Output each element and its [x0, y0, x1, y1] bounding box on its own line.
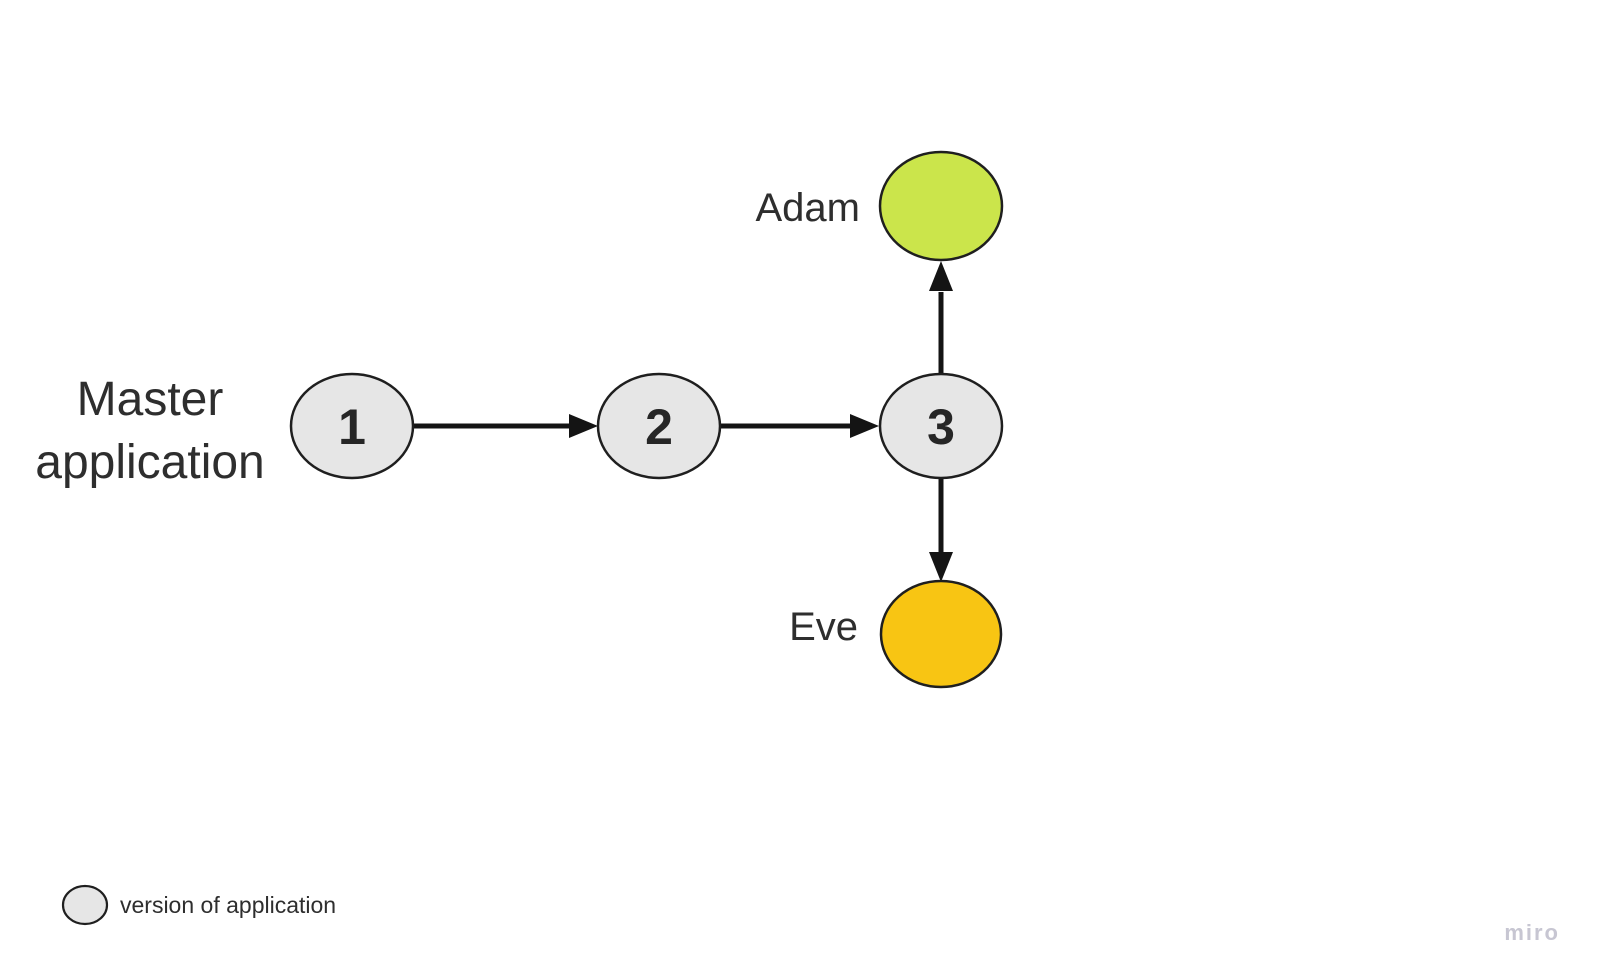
- node-version-2[interactable]: 2: [596, 372, 722, 480]
- node-branch-eve[interactable]: Eve: [789, 579, 1003, 689]
- node-version-3-shape[interactable]: [878, 372, 1004, 480]
- master-application-label-line2[interactable]: application: [35, 436, 265, 489]
- node-branch-adam[interactable]: Adam: [756, 150, 1004, 262]
- master-application-label-line1[interactable]: Master: [77, 373, 224, 426]
- master-application-label[interactable]: Master application: [35, 373, 265, 489]
- arrowhead-up-icon: [929, 261, 953, 291]
- legend-label[interactable]: version of application: [120, 892, 336, 918]
- connector-node3-eve[interactable]: [929, 478, 953, 582]
- connector-node1-node2[interactable]: [414, 414, 598, 438]
- arrowhead-right-icon: [850, 414, 879, 438]
- connector-node2-node3[interactable]: [721, 414, 879, 438]
- eve-label[interactable]: Eve: [789, 605, 858, 649]
- node-branch-adam-shape[interactable]: [878, 150, 1004, 262]
- node-version-1-label: 1: [338, 399, 366, 455]
- adam-label[interactable]: Adam: [756, 186, 861, 230]
- legend-version-swatch[interactable]: [61, 884, 109, 926]
- node-version-2-label: 2: [645, 399, 673, 455]
- node-version-3-label: 3: [927, 399, 955, 455]
- arrowhead-down-icon: [929, 552, 953, 582]
- node-version-3[interactable]: 3: [878, 372, 1004, 480]
- arrowhead-right-icon: [569, 414, 598, 438]
- node-version-1-shape[interactable]: [289, 372, 415, 480]
- connector-node3-adam[interactable]: [929, 261, 953, 374]
- node-branch-eve-shape[interactable]: [879, 579, 1003, 689]
- miro-watermark: miro: [1504, 920, 1560, 945]
- node-version-2-shape[interactable]: [596, 372, 722, 480]
- node-version-1[interactable]: 1: [289, 372, 415, 480]
- legend[interactable]: version of application: [61, 884, 336, 926]
